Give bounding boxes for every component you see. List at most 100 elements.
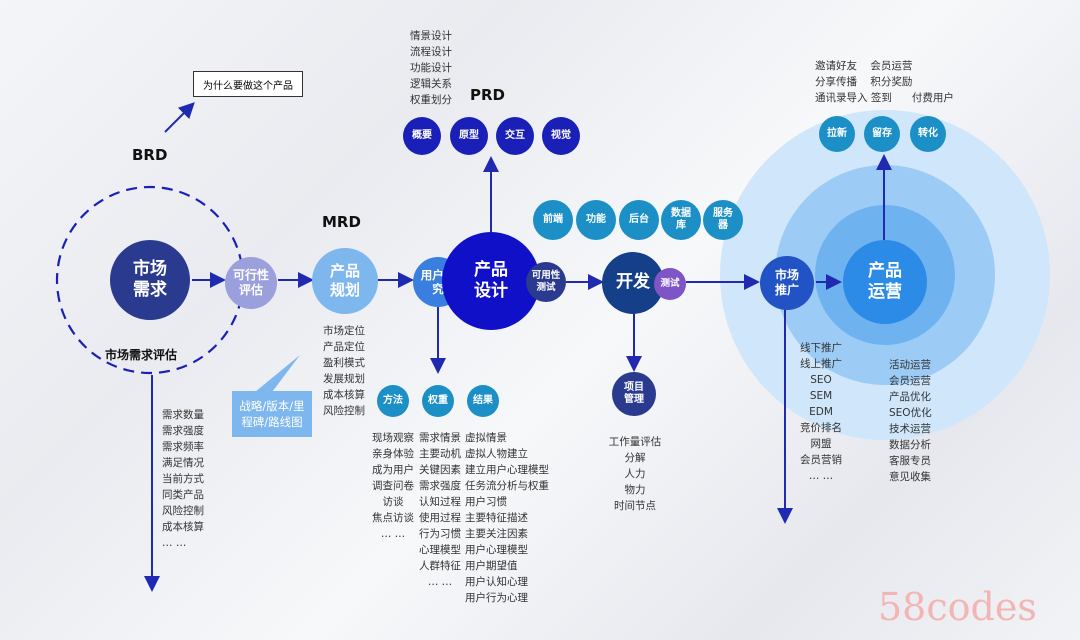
prd-node-summary[interactable]: 概要 [403, 117, 441, 155]
growth-text-row-2: 分享传播 积分奖励 [815, 74, 912, 90]
product-operation-node[interactable]: 产品 运营 [843, 240, 927, 324]
project-list: 工作量评估分解人力物力时间节点 [600, 434, 670, 514]
dev-node-backend[interactable]: 后台 [619, 200, 659, 240]
market-list-item: 需求数量 [162, 409, 204, 421]
project-list-item: 物力 [624, 484, 646, 496]
market-list-item: … … [162, 537, 187, 549]
prd-list-item: 流程设计 [410, 46, 452, 58]
planning-line1: 产品 [329, 262, 360, 281]
promotion-list-item: EDM [809, 406, 833, 418]
market-promotion-node[interactable]: 市场 推广 [760, 256, 814, 310]
result-list-item: 主要关注因素 [465, 528, 528, 540]
prd-list-item: 情景设计 [410, 30, 452, 42]
dev-node-database[interactable]: 数据库 [661, 200, 701, 240]
promotion-list-item: 会员营销 [800, 454, 842, 466]
feasibility-node[interactable]: 可行性 评估 [225, 257, 277, 309]
promotion-list-item: 线上推广 [800, 358, 842, 370]
research-node-method[interactable]: 方法 [377, 385, 409, 417]
result-list-item: 建立用户心理模型 [465, 464, 549, 476]
promotion-line2: 推广 [774, 283, 799, 297]
brd-box-text: 为什么要做这个产品 [203, 80, 293, 92]
growth-text-2b: 积分奖励 [870, 76, 913, 88]
methods-list-item: 现场观察 [372, 432, 414, 444]
prd-list: 情景设计流程设计功能设计逻辑关系权重划分 [410, 28, 452, 108]
result-list-item: 用户心理模型 [465, 544, 528, 556]
promotion-list-item: 网盟 [810, 438, 832, 450]
growth-text-3b: 签到 [870, 92, 892, 104]
project-management-node[interactable]: 项目 管理 [612, 372, 656, 416]
brd-label: BRD [132, 146, 168, 164]
planning-list-item: 市场定位 [323, 325, 365, 337]
develop-node[interactable]: 开发 [602, 252, 664, 314]
weight-list-item: 主要动机 [419, 448, 461, 460]
feasibility-line1: 可行性 [232, 268, 269, 282]
market-line1: 市场 [133, 258, 167, 279]
brd-box: 为什么要做这个产品 [193, 71, 303, 97]
research-node-result[interactable]: 结果 [467, 385, 499, 417]
prd-node-visual[interactable]: 视觉 [542, 117, 580, 155]
planning-list-item: 风险控制 [323, 405, 365, 417]
operation-list-item: 意见收集 [889, 471, 931, 483]
prd-list-item: 逻辑关系 [410, 78, 452, 90]
planning-list-item: 产品定位 [323, 341, 365, 353]
mrd-label: MRD [322, 213, 361, 231]
planning-list: 市场定位产品定位盈利模式发展规划成本核算风险控制 [323, 323, 365, 419]
operation-list-item: 产品优化 [889, 391, 931, 403]
growth-text-row-3: 通讯录导入 签到 付费用户 [815, 90, 954, 106]
test-node[interactable]: 测试 [654, 268, 686, 300]
weight-list-item: 需求情景 [419, 432, 461, 444]
market-list: 需求数量需求强度需求频率满足情况当前方式同类产品风险控制成本核算… … [162, 407, 204, 551]
planning-node[interactable]: 产品 规划 [312, 248, 378, 314]
result-list-item: 用户认知心理 [465, 576, 528, 588]
weight-list-item: … … [427, 576, 453, 588]
dev-node-frontend[interactable]: 前端 [533, 200, 573, 240]
usability-line2: 测试 [536, 282, 556, 293]
market-list-item: 需求强度 [162, 425, 204, 437]
design-line1: 产品 [474, 259, 508, 280]
market-list-item: 成本核算 [162, 521, 204, 533]
growth-node-convert[interactable]: 转化 [910, 116, 946, 152]
planning-list-item: 盈利模式 [323, 357, 365, 369]
promotion-line1: 市场 [774, 268, 799, 282]
project-line1: 项目 [624, 381, 644, 393]
project-list-item: 人力 [624, 468, 646, 480]
operation-list-item: 会员运营 [889, 375, 931, 387]
prd-node-interaction[interactable]: 交互 [496, 117, 534, 155]
dev-node-function[interactable]: 功能 [576, 200, 616, 240]
market-list-item: 当前方式 [162, 473, 204, 485]
result-list-item: 虚拟人物建立 [465, 448, 528, 460]
methods-list: 现场观察亲身体验成为用户调查问卷访谈焦点访谈… … [370, 430, 416, 542]
market-line2: 需求 [133, 280, 167, 300]
dev-node-server-l1: 服务 [713, 207, 733, 219]
planning-list-item: 发展规划 [323, 373, 365, 385]
growth-text-1a: 邀请好友 [815, 60, 857, 72]
promotion-list-item: 线下推广 [800, 342, 842, 354]
promotion-list-item: SEM [809, 390, 833, 402]
weight-list-item: 需求强度 [419, 480, 461, 492]
weight-list: 需求情景主要动机关键因素需求强度认知过程使用过程行为习惯心理模型人群特征… … [418, 430, 462, 590]
research-node-weight[interactable]: 权重 [422, 385, 454, 417]
weight-list-item: 心理模型 [419, 544, 461, 556]
growth-node-acquire[interactable]: 拉新 [819, 116, 855, 152]
methods-list-item: 焦点访谈 [372, 512, 414, 524]
market-demand-node[interactable]: 市场 需求 [110, 240, 190, 320]
prd-node-prototype[interactable]: 原型 [450, 117, 488, 155]
dev-node-function-label: 功能 [586, 213, 606, 225]
product-design-node[interactable]: 产品 设计 [442, 232, 540, 330]
dev-node-server[interactable]: 服务器 [703, 200, 743, 240]
dev-node-database-l1: 数据 [671, 207, 691, 219]
weight-list-item: 人群特征 [419, 560, 461, 572]
result-list-item: 虚拟情景 [465, 432, 507, 444]
usability-line1: 可用性 [531, 270, 561, 282]
watermark: 58codes [878, 585, 1037, 629]
project-list-item: 工作量评估 [608, 436, 662, 448]
market-list-item: 需求频率 [162, 441, 204, 453]
weight-list-item: 关键因素 [419, 464, 461, 476]
growth-text-2a: 分享传播 [815, 76, 857, 88]
growth-node-retain[interactable]: 留存 [864, 116, 900, 152]
usability-test-node[interactable]: 可用性 测试 [526, 262, 566, 302]
result-list-item: 用户期望值 [465, 560, 518, 572]
methods-list-item: 访谈 [382, 496, 404, 508]
methods-list-item: 成为用户 [372, 464, 414, 476]
